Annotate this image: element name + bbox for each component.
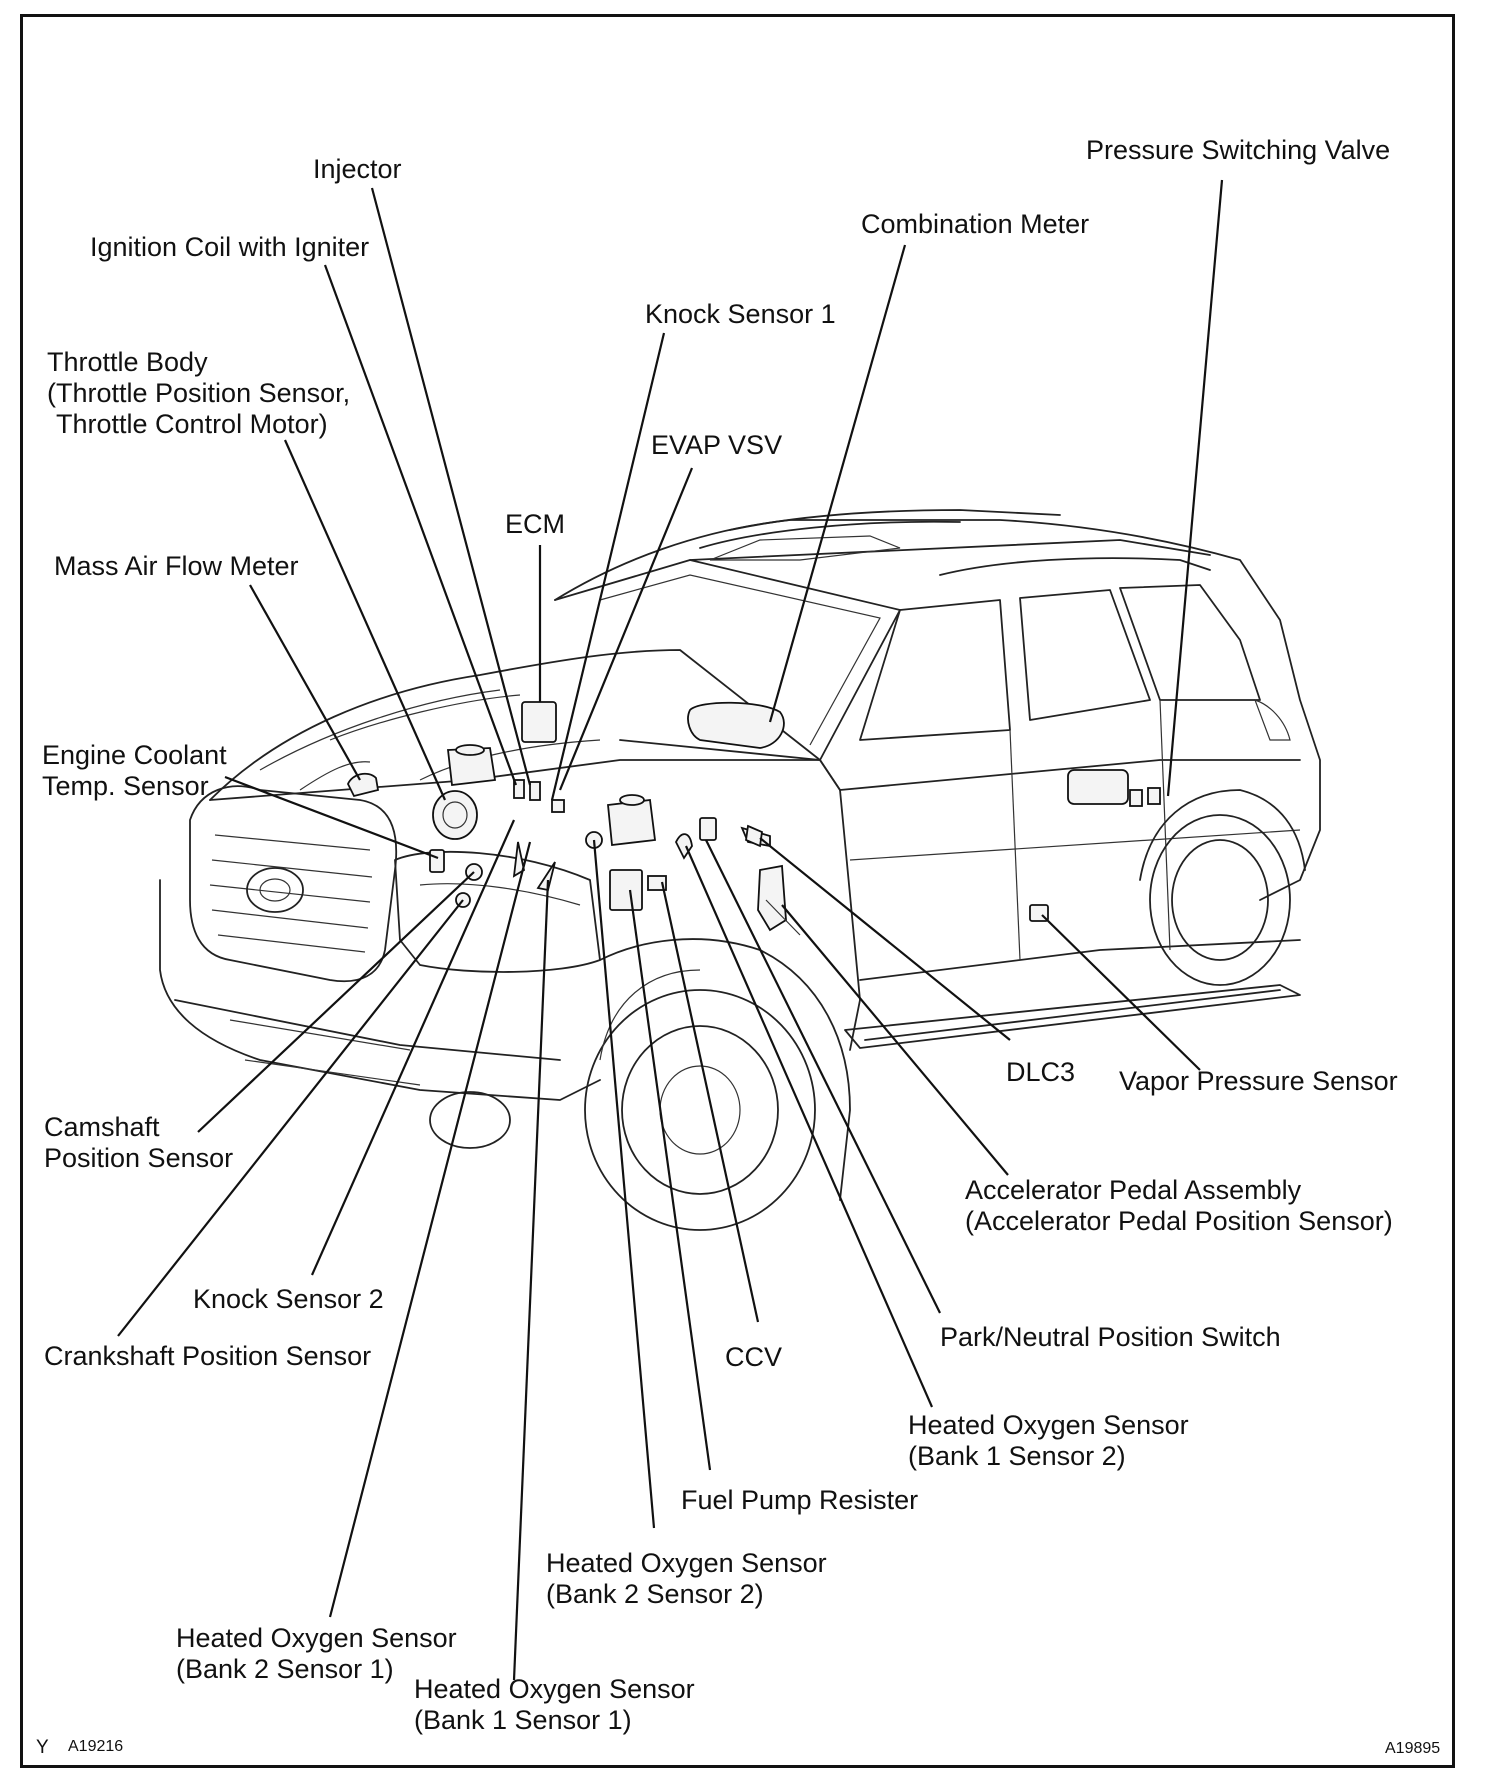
leader-lines (117, 179, 1224, 1681)
leader-crankshaft (117, 899, 464, 1337)
footer-code-left: A19216 (68, 1738, 124, 1755)
label-pressure-switching-valve: Pressure Switching Valve (1086, 135, 1391, 165)
leader-injector (370, 187, 532, 786)
leader-camshaft (197, 871, 475, 1133)
label-ccv: CCV (725, 1342, 783, 1372)
label-accelerator-pedal-line2: (Accelerator Pedal Position Sensor) (965, 1206, 1393, 1236)
label-camshaft-line1: Camshaft (44, 1112, 160, 1142)
label-crankshaft: Crankshaft Position Sensor (44, 1341, 372, 1371)
label-combination-meter: Combination Meter (861, 209, 1090, 239)
leader-dlc3 (759, 837, 1011, 1041)
leader-evap-vsv (558, 467, 694, 791)
leader-ccv (660, 881, 760, 1323)
leader-knock-sensor-2 (310, 819, 516, 1276)
leader-knock-sensor-1 (550, 332, 666, 801)
label-ho2s-b2s2-line1: Heated Oxygen Sensor (546, 1548, 827, 1578)
leader-throttle-body (283, 439, 447, 801)
footer-letter: Y (36, 1737, 49, 1758)
leader-engine-coolant (224, 775, 439, 860)
leader-accelerator-pedal (781, 904, 1009, 1176)
label-ho2s-b2s2-line2: (Bank 2 Sensor 2) (546, 1579, 764, 1609)
label-ignition-coil: Ignition Coil with Igniter (90, 232, 370, 262)
label-fuel-pump-resister: Fuel Pump Resister (681, 1485, 919, 1515)
leader-ho2s-b2s2 (592, 839, 656, 1529)
leader-pressure-switching-valve (1166, 179, 1224, 797)
label-engine-coolant-line2: Temp. Sensor (42, 771, 209, 801)
leader-combination-meter (768, 244, 907, 723)
label-park-neutral: Park/Neutral Position Switch (940, 1322, 1281, 1352)
label-ho2s-b1s2-line1: Heated Oxygen Sensor (908, 1410, 1189, 1440)
label-vapor-pressure-sensor: Vapor Pressure Sensor (1119, 1066, 1398, 1096)
leader-ho2s-b1s1 (512, 879, 550, 1681)
label-camshaft-line2: Position Sensor (44, 1143, 234, 1173)
label-engine-coolant-line1: Engine Coolant (42, 740, 227, 770)
label-mass-air-flow: Mass Air Flow Meter (54, 551, 299, 581)
label-dlc3: DLC3 (1006, 1057, 1076, 1087)
label-knock-sensor-1: Knock Sensor 1 (645, 299, 836, 329)
label-accelerator-pedal-line1: Accelerator Pedal Assembly (965, 1175, 1302, 1205)
label-injector: Injector (313, 154, 402, 184)
label-ho2s-b1s1-line2: (Bank 1 Sensor 1) (414, 1705, 632, 1735)
label-throttle-body-line3: Throttle Control Motor) (56, 409, 328, 439)
label-ho2s-b1s1-line1: Heated Oxygen Sensor (414, 1674, 695, 1704)
label-throttle-body-line1: Throttle Body (47, 347, 208, 377)
label-throttle-body-line2: (Throttle Position Sensor, (47, 378, 351, 408)
leader-ho2s-b2s1 (328, 841, 532, 1618)
leader-ignition-coil (323, 264, 518, 786)
leader-mass-air-flow (249, 584, 361, 781)
label-ho2s-b1s2-line2: (Bank 1 Sensor 2) (908, 1441, 1126, 1471)
leader-fuel-pump-resister (628, 889, 712, 1471)
label-ho2s-b2s1-line2: (Bank 2 Sensor 1) (176, 1654, 394, 1684)
leader-vapor-pressure-sensor (1041, 914, 1201, 1071)
label-ho2s-b2s1-line1: Heated Oxygen Sensor (176, 1623, 457, 1653)
vehicle-illustration (159, 509, 1321, 1231)
leader-park-neutral (705, 839, 941, 1314)
label-evap-vsv: EVAP VSV (651, 430, 783, 460)
label-ecm: ECM (505, 509, 565, 539)
diagram-frame (20, 14, 1455, 1768)
leader-ho2s-b1s2 (684, 845, 934, 1408)
label-knock-sensor-2: Knock Sensor 2 (193, 1284, 384, 1314)
footer-code-right: A19895 (1385, 1740, 1441, 1757)
